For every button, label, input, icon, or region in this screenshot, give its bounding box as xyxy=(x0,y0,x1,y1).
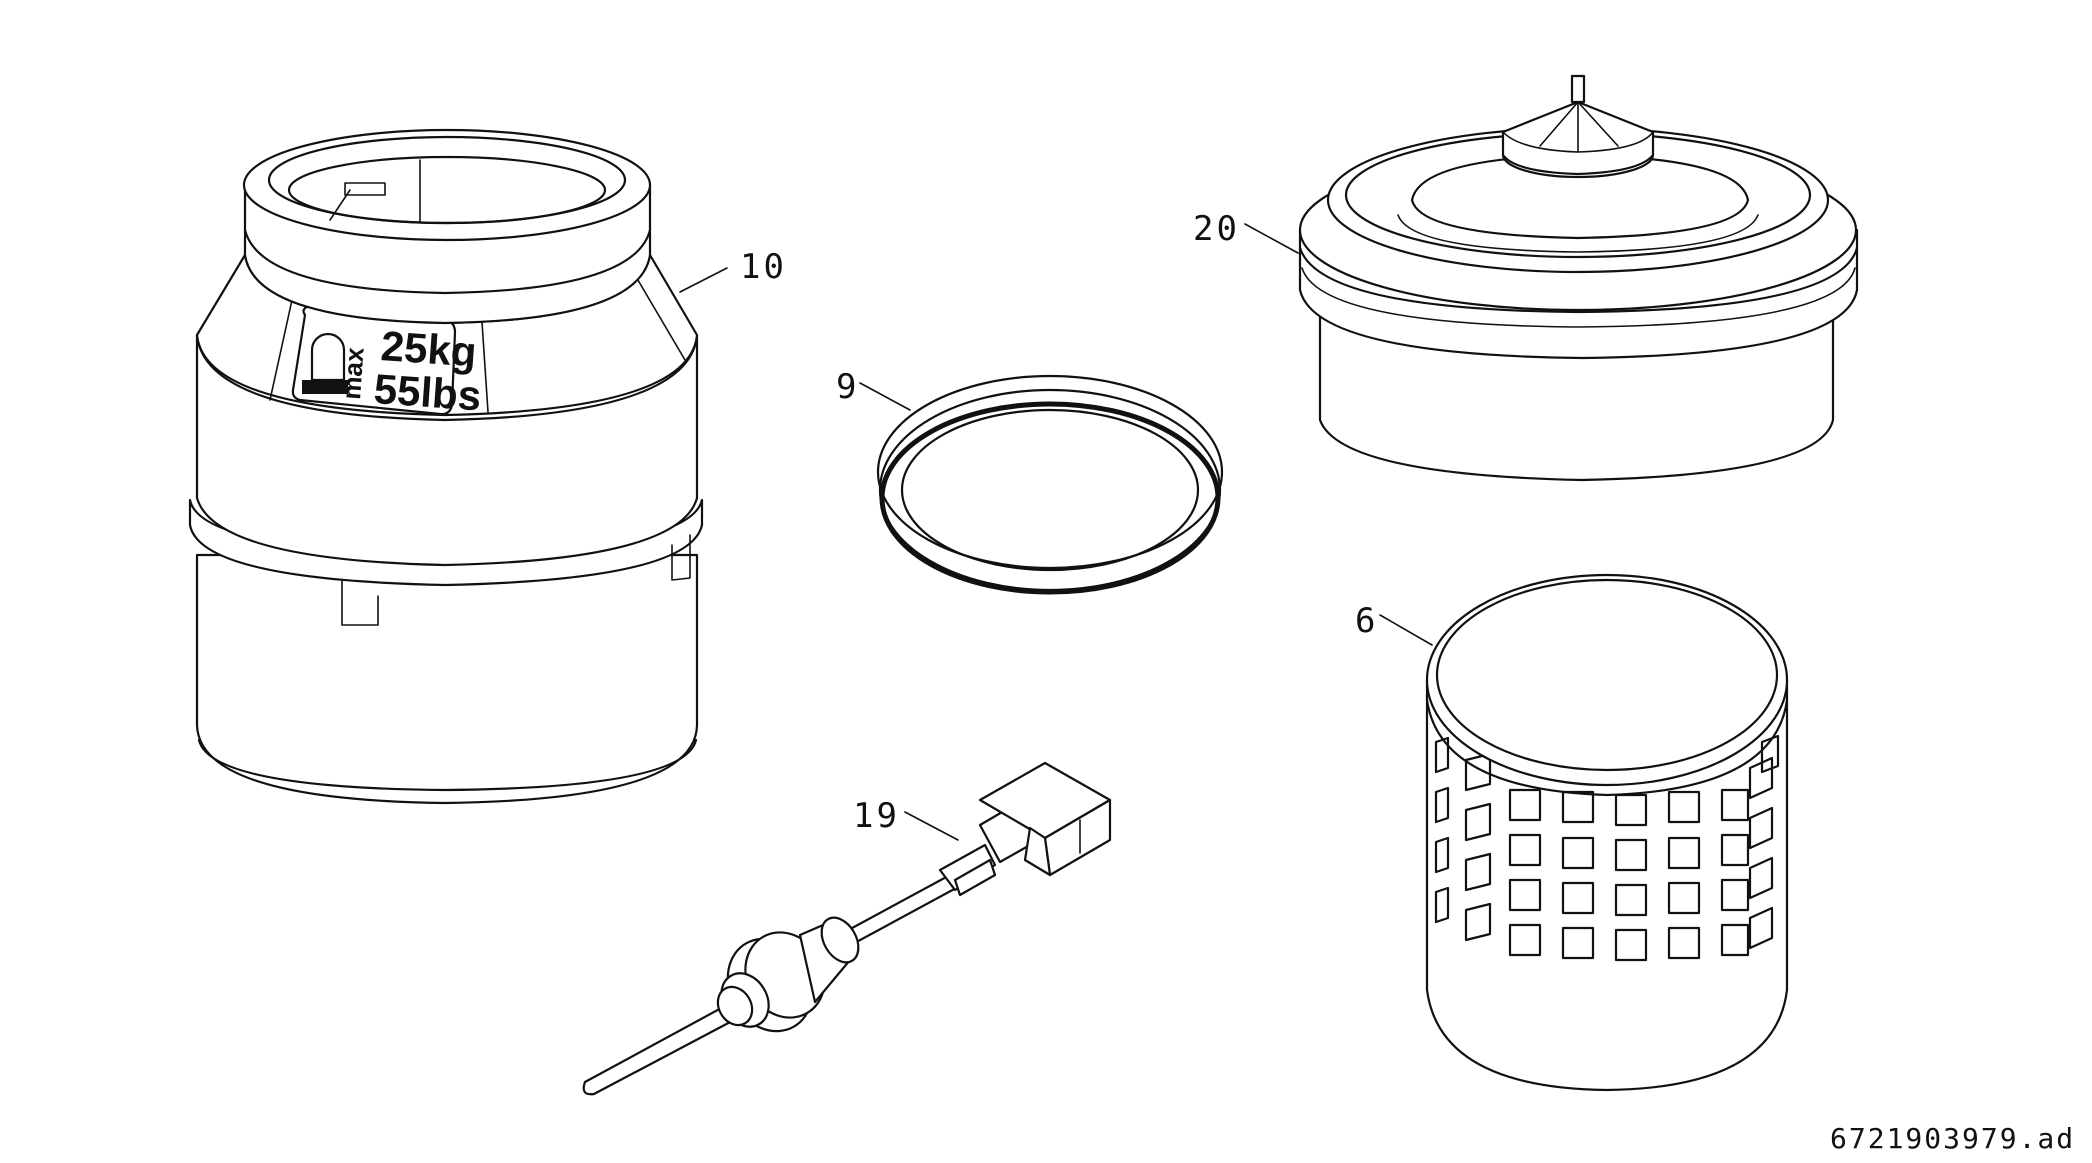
weight-prefix-text: max xyxy=(336,346,370,401)
part-20-lid: 20 xyxy=(1193,74,1859,482)
part-9-sealing-ring: 9 xyxy=(836,367,1224,595)
callout-6: 6 xyxy=(1355,601,1378,641)
drawing-reference: 6721903979.ad xyxy=(1830,1122,2075,1155)
callout-19: 19 xyxy=(853,796,900,836)
basket-grid xyxy=(1434,734,1780,962)
callout-10: 10 xyxy=(740,247,787,287)
part-19-sensor: 19 xyxy=(582,761,1112,1096)
weight-kg-text: 25kg xyxy=(379,322,478,376)
part-6-filter-basket: 6 xyxy=(1355,573,1789,1092)
part-10-container: 25kg 55lbs max 10 xyxy=(188,128,787,805)
max-load-label: 25kg 55lbs max xyxy=(291,303,483,419)
callout-20: 20 xyxy=(1193,209,1240,249)
weight-lbs-text: 55lbs xyxy=(372,365,482,419)
callout-9: 9 xyxy=(836,367,859,407)
